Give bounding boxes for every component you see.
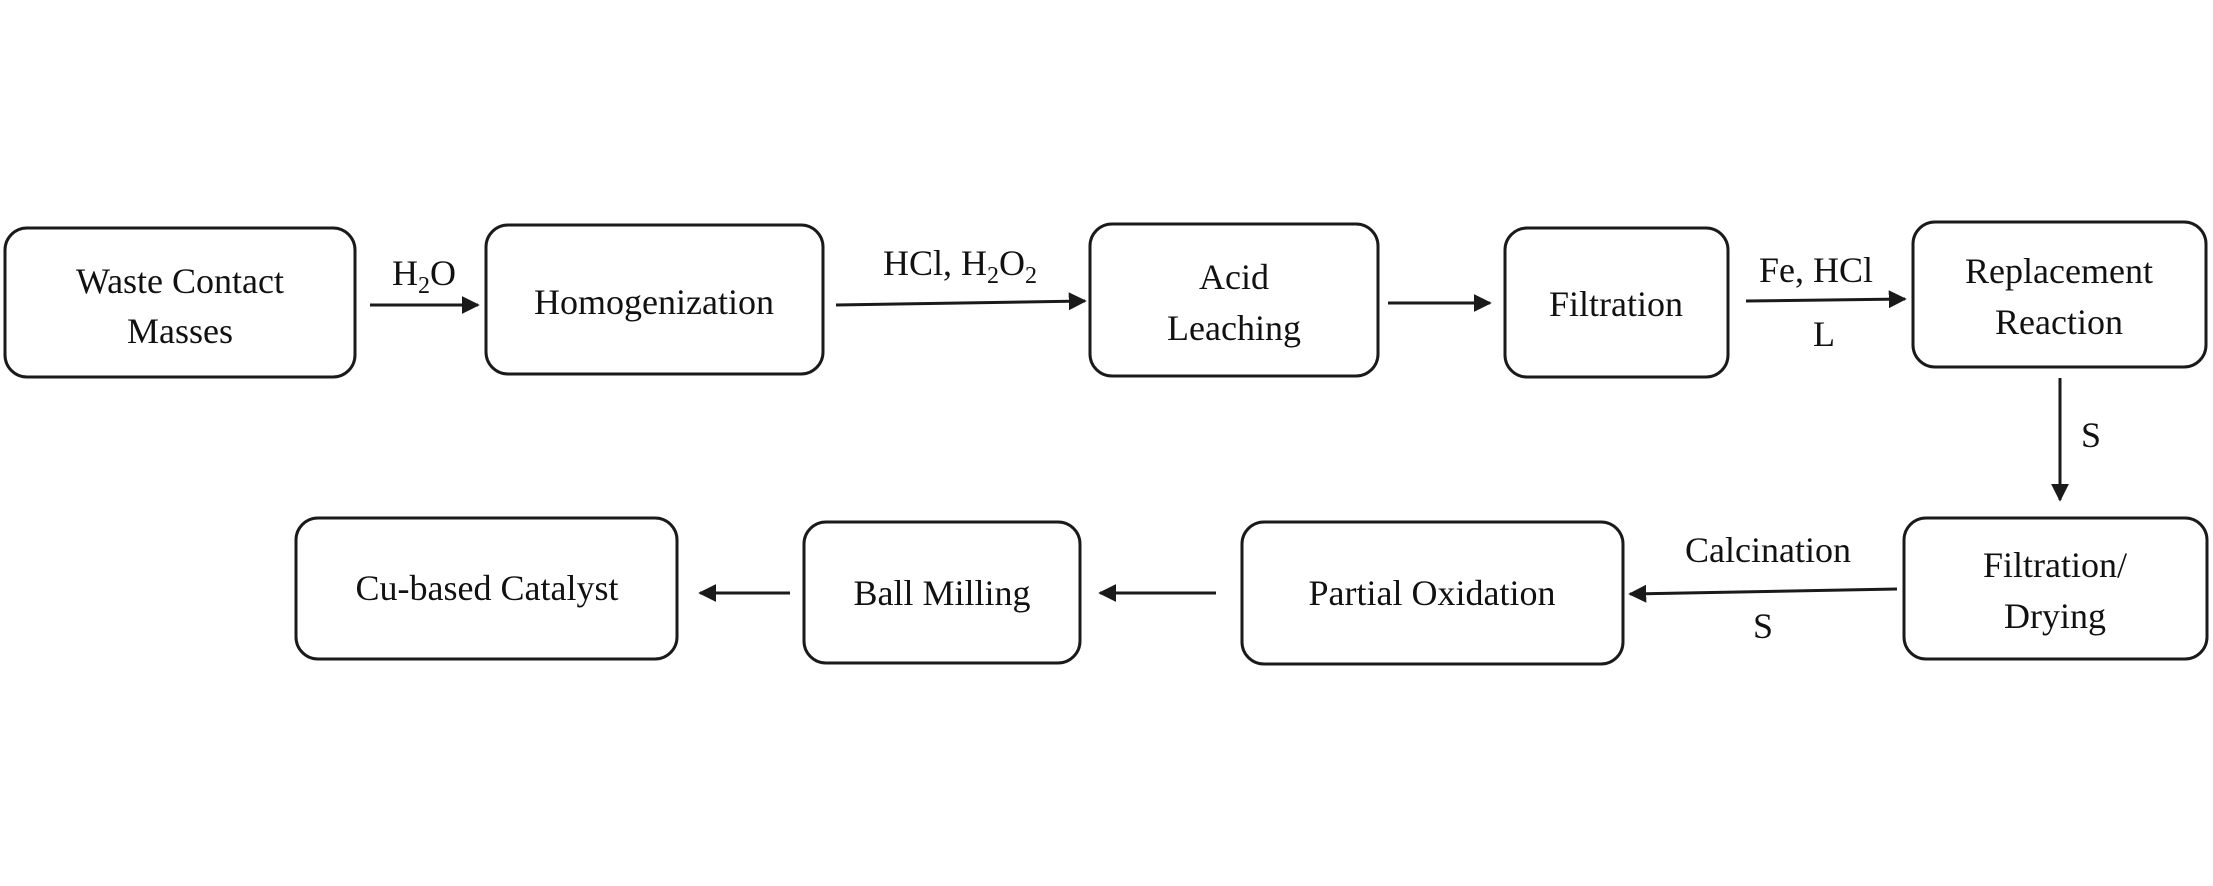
node-acid-leaching-line1: Acid <box>1199 257 1269 297</box>
arrow-filtration-to-replacement <box>1745 290 1907 309</box>
node-waste-contact-masses-line2: Masses <box>127 311 233 351</box>
node-ball-milling: Ball Milling <box>802 520 1082 665</box>
arrow-homogenization-to-acid-leaching <box>835 292 1087 311</box>
edge-label-fe-hcl: Fe, HCl <box>1759 250 1873 290</box>
edge-label-hcl-h2o2: HCl, H2O2 <box>883 243 1037 289</box>
node-homogenization-label: Homogenization <box>534 282 774 322</box>
node-cu-based-catalyst-label: Cu-based Catalyst <box>356 568 619 608</box>
edge-label-calcination: Calcination <box>1685 530 1851 570</box>
edge-label-s-down: S <box>2081 415 2101 455</box>
edge-label-s-calcination: S <box>1753 606 1773 646</box>
node-filtration-drying-line1: Filtration/ <box>1983 545 2127 585</box>
node-acid-leaching: Acid Leaching <box>1088 222 1380 378</box>
node-partial-oxidation-label: Partial Oxidation <box>1309 573 1556 613</box>
node-acid-leaching-line2: Leaching <box>1167 308 1301 348</box>
node-waste-contact-masses: Waste Contact Masses <box>3 226 357 379</box>
node-cu-based-catalyst: Cu-based Catalyst <box>294 516 679 661</box>
node-replacement-reaction-line2: Reaction <box>1995 302 2123 342</box>
node-filtration: Filtration <box>1503 226 1730 379</box>
node-filtration-drying-line2: Drying <box>2004 596 2106 636</box>
arrow-filtration-drying-to-partial-oxidation <box>1628 584 1898 603</box>
node-partial-oxidation: Partial Oxidation <box>1240 520 1625 666</box>
node-ball-milling-label: Ball Milling <box>853 573 1030 613</box>
node-replacement-reaction-line1: Replacement <box>1965 251 2153 291</box>
edge-label-water: H2O <box>392 253 456 299</box>
node-replacement-reaction: Replacement Reaction <box>1911 220 2208 369</box>
node-filtration-drying: Filtration/ Drying <box>1902 516 2209 661</box>
node-waste-contact-masses-line1: Waste Contact <box>76 261 284 301</box>
node-homogenization: Homogenization <box>484 223 825 376</box>
node-filtration-label: Filtration <box>1549 284 1683 324</box>
edge-label-l: L <box>1813 314 1835 354</box>
